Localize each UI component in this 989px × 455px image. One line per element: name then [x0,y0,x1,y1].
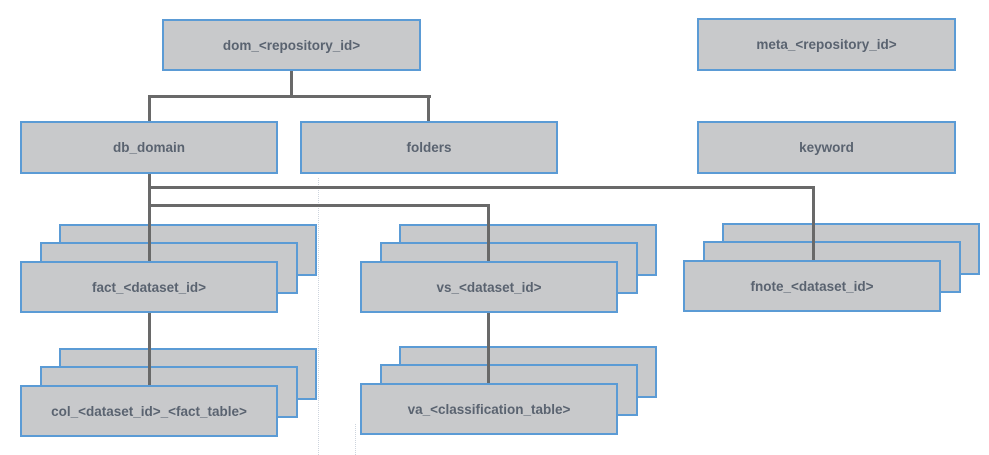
page-guide-line [318,178,319,455]
connector-fact-to-col [148,311,151,387]
connector-db-domain-to-vs [487,204,490,263]
node-col-dataset-fact-table-label: col_<dataset_id>_<fact_table> [51,403,247,419]
connector-dom-to-db-domain [148,95,151,123]
connector-db-domain-branch-fnote [148,186,815,189]
node-dom-repository: dom_<repository_id> [162,19,421,71]
connector-db-domain-to-fact [148,172,151,262]
node-folders-label: folders [406,140,452,155]
connector-dom-drop [290,71,293,98]
node-db-domain-label: db_domain [112,140,185,155]
stack-layer-front: va_<classification_table> [360,383,618,435]
connector-db-domain-branch-vs [148,204,490,207]
node-db-domain: db_domain [20,121,278,174]
node-dom-repository-label: dom_<repository_id> [222,37,361,53]
node-meta-repository-label: meta_<repository_id> [756,37,897,52]
node-meta-repository: meta_<repository_id> [697,18,956,71]
node-vs-dataset-label: vs_<dataset_id> [436,279,542,295]
connector-db-domain-to-fnote [812,186,815,262]
stack-layer-front: vs_<dataset_id> [360,261,618,313]
stack-layer-front: fact_<dataset_id> [20,261,278,313]
node-folders: folders [300,121,558,174]
node-fact-dataset-label: fact_<dataset_id> [91,279,207,295]
node-keyword-label: keyword [799,140,854,155]
page-guide-line [355,424,356,455]
node-va-classification-table-label: va_<classification_table> [407,401,571,417]
connector-dom-branch [148,95,431,98]
stack-layer-front: col_<dataset_id>_<fact_table> [20,385,278,437]
connector-vs-to-va [487,311,490,385]
node-fnote-dataset-label: fnote_<dataset_id> [750,278,874,294]
node-keyword: keyword [697,121,956,174]
stack-layer-front: fnote_<dataset_id> [683,260,941,312]
connector-dom-to-folders [427,95,430,123]
